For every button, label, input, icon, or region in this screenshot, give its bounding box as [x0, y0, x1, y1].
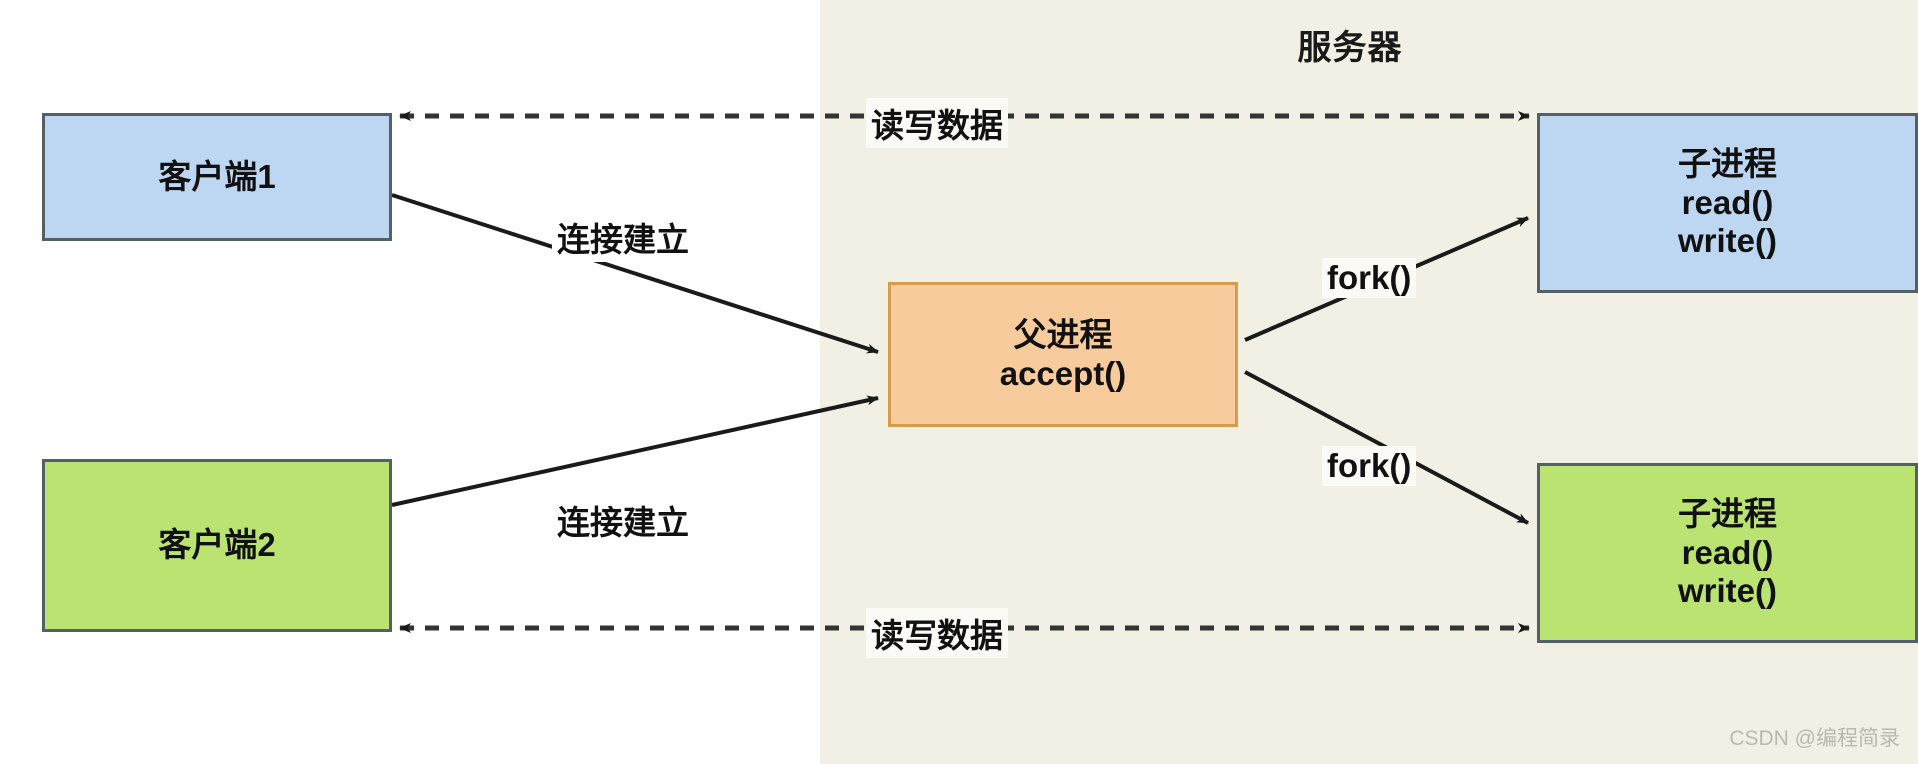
edge-label-connection-2: 连接建立	[552, 495, 694, 545]
node-child-process-2[interactable]: 子进程 read() write()	[1537, 463, 1918, 643]
node-child1-write: write()	[1678, 222, 1777, 260]
node-client1-label: 客户端1	[158, 157, 276, 195]
node-client1[interactable]: 客户端1	[42, 113, 392, 241]
node-parent-accept: accept()	[999, 354, 1127, 392]
edge-label-read-write-bottom: 读写数据	[866, 608, 1008, 658]
csdn-watermark: CSDN @编程简录	[1729, 727, 1900, 750]
edge-label-connection-1: 连接建立	[552, 212, 694, 262]
node-client2-label: 客户端2	[158, 526, 276, 564]
server-region-title: 服务器	[1297, 29, 1403, 67]
node-parent-process[interactable]: 父进程 accept()	[888, 282, 1238, 427]
node-child1-title: 子进程	[1678, 144, 1777, 182]
node-child1-read: read()	[1681, 183, 1774, 221]
edge-label-read-write-top: 读写数据	[866, 98, 1008, 148]
edge-conn2	[391, 395, 879, 507]
node-client2[interactable]: 客户端2	[42, 459, 392, 632]
edge-label-fork-1: fork()	[1322, 258, 1417, 298]
edge-label-fork-2: fork()	[1322, 446, 1417, 486]
node-child2-read: read()	[1681, 533, 1774, 571]
node-parent-title: 父进程	[1013, 315, 1113, 353]
node-child2-write: write()	[1678, 572, 1777, 610]
node-child2-title: 子进程	[1678, 494, 1777, 532]
node-child-process-1[interactable]: 子进程 read() write()	[1537, 113, 1918, 293]
